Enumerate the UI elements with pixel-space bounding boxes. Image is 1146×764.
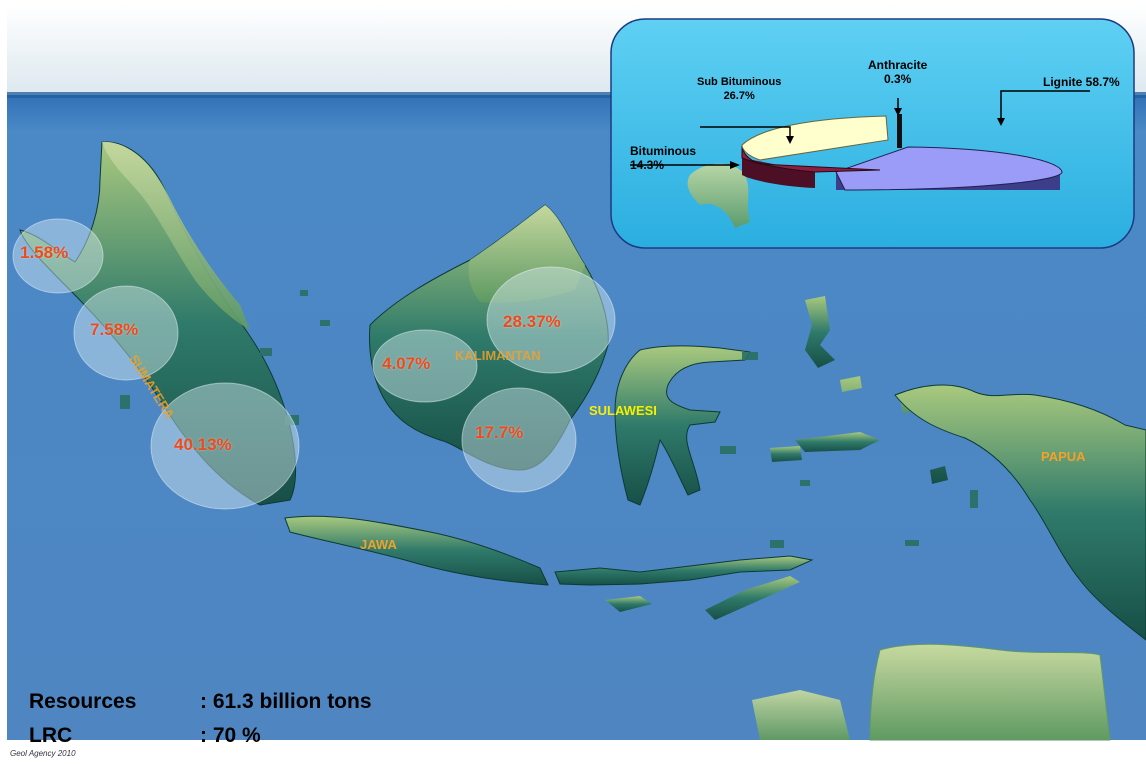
circle-40-13	[150, 382, 300, 510]
region-label-kalimantan: KALIMANTAN	[455, 348, 541, 363]
pie-label-anthracite-name: Anthracite	[868, 58, 928, 72]
sumba-island	[605, 596, 652, 612]
pie-label-subbituminous-name: Sub Bituminous	[697, 76, 782, 88]
pct-central-sumatera: 7.58%	[90, 320, 139, 339]
pie-label-subbituminous: Sub Bituminous 26.7%	[697, 75, 781, 103]
pie-label-anthracite-value: 0.3%	[883, 72, 912, 86]
inset-land-fragment	[687, 163, 750, 228]
pie-slice-bituminous-side	[742, 158, 815, 188]
circle-7-58	[73, 285, 179, 381]
pie-slice-subbituminous	[741, 115, 889, 161]
pct-north-sumatera: 1.58%	[20, 243, 69, 262]
summary-lrc-value: : 70 %	[200, 724, 261, 747]
pie-label-bituminous: Bituminous 14.3%	[630, 144, 696, 172]
australia-coast	[869, 643, 1111, 741]
summary-lrc-label: LRC	[29, 724, 73, 747]
summary-resources-label: Resources	[29, 690, 137, 713]
region-label-jawa: JAWA	[360, 537, 397, 552]
source-credit: Geol Agency 2010	[10, 749, 76, 758]
sumatera-highland	[102, 141, 250, 330]
pie-leader-arrows	[730, 108, 1005, 169]
buru-island	[770, 446, 802, 462]
circle-28-37	[486, 266, 616, 374]
pie-label-bituminous-name: Bituminous	[630, 144, 696, 158]
sulawesi-island	[614, 345, 751, 506]
pie-inset	[610, 18, 1135, 249]
region-label-sulawesi: SULAWESI	[589, 403, 657, 418]
pie-slice-lignite	[835, 146, 1063, 191]
halmahera-island	[805, 296, 835, 368]
circle-1-58	[12, 218, 104, 294]
pct-south-sumatera: 40.13%	[174, 435, 232, 454]
timor-island	[705, 576, 800, 620]
pie-label-subbituminous-value: 26.7%	[723, 90, 755, 102]
sabah-highland	[468, 205, 585, 303]
papua-island	[894, 384, 1146, 641]
pie-slice-bituminous	[741, 144, 881, 173]
resource-circles	[12, 218, 616, 510]
australia-cape	[752, 690, 850, 740]
pct-east-kalimantan: 28.37%	[503, 312, 561, 331]
scattered-islets	[120, 290, 978, 548]
pie-label-bituminous-value: 14.3%	[630, 158, 665, 172]
circle-17-7	[461, 387, 577, 493]
pie-leader-lines	[630, 90, 1090, 166]
horizon-line	[7, 92, 1146, 98]
pie-label-lignite: Lignite 58.7%	[1043, 75, 1120, 89]
pct-south-kalimantan: 17.7%	[475, 423, 524, 442]
region-label-papua: PAPUA	[1041, 449, 1086, 464]
bali-nusa-islands	[554, 555, 814, 586]
seram-island	[795, 432, 880, 452]
jawa-island	[284, 515, 549, 586]
circle-4-07	[372, 329, 478, 403]
summary-resources-value: : 61.3 billion tons	[200, 690, 372, 713]
pct-west-kalimantan: 4.07%	[382, 354, 431, 373]
pie-label-anthracite: Anthracite 0.3%	[868, 58, 927, 86]
pie-slice-anthracite	[897, 114, 902, 148]
maluku-islets	[840, 376, 948, 484]
